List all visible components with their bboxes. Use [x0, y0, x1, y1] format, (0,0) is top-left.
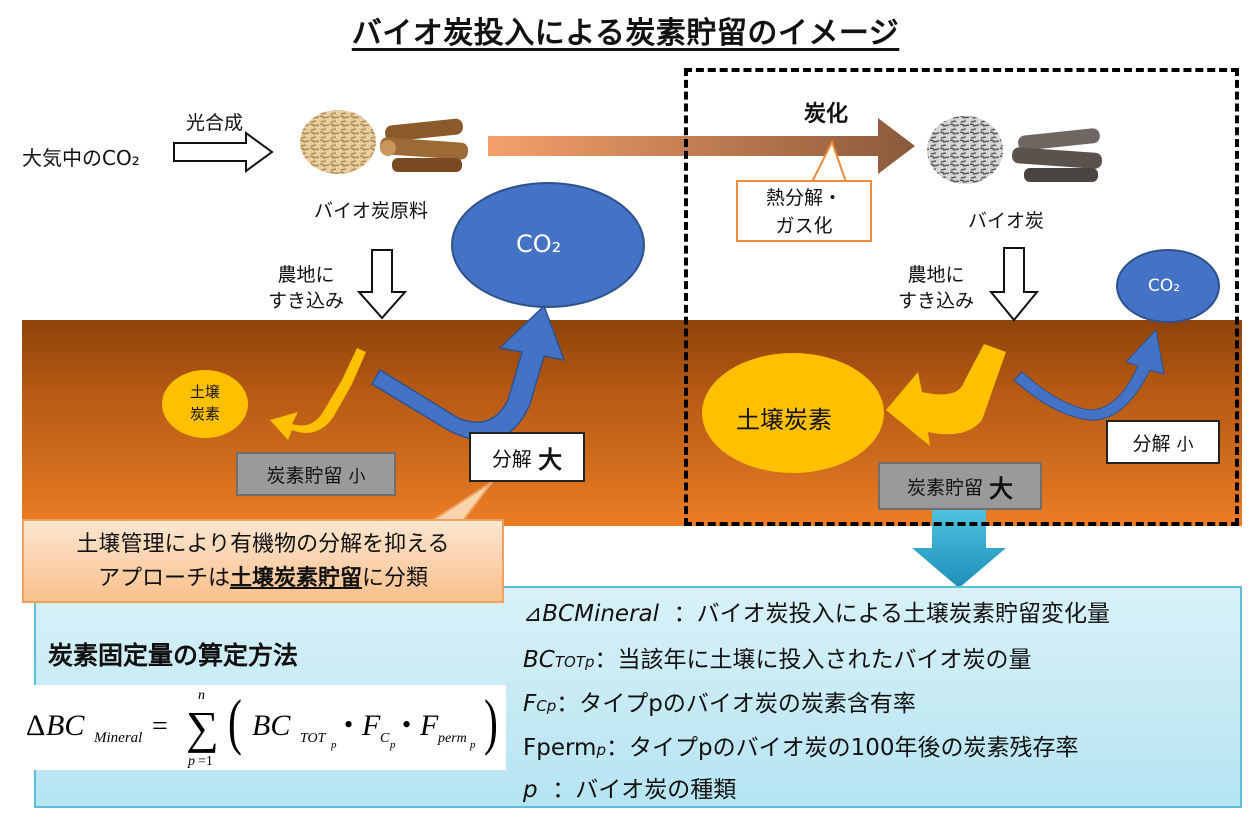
photosynthesis-arrow [173, 131, 274, 173]
feedstock-label: バイオ炭原料 [314, 200, 429, 222]
logs-icon [379, 118, 468, 172]
wood-chips-icon [300, 110, 376, 174]
result-arrow [912, 510, 1006, 588]
callout-line2: アプローチは土壌炭素貯留に分類 [97, 566, 429, 591]
pyrolysis-line2: ガス化 [775, 215, 833, 237]
soil-carbon-large-label: 土壌炭素 [736, 406, 832, 434]
carbon-arrow-right [886, 344, 1006, 446]
soil-carbon-large [702, 353, 884, 473]
svg-text:C: C [380, 731, 390, 746]
svg-text:=: = [152, 711, 168, 742]
pyrolysis-line1: 熱分解・ [765, 187, 842, 209]
svg-text:(: ( [228, 688, 242, 756]
svg-text:F: F [361, 709, 381, 742]
definition-fc: FCp：タイプpのバイオ炭の炭素含有率 [523, 691, 916, 717]
plow-label-left: 農地に すき込み [268, 264, 345, 312]
co2-small-label: CO₂ [1148, 276, 1181, 296]
svg-text:Mineral: Mineral [93, 730, 142, 746]
biochar-label: バイオ炭 [968, 210, 1045, 232]
svg-text:Δ: Δ [26, 709, 45, 742]
storage-large-box: 炭素貯留 大 [878, 462, 1042, 510]
svg-text:p: p [330, 739, 337, 751]
svg-text:•: • [344, 710, 353, 739]
carbonization-label: 炭化 [804, 102, 849, 127]
photosynthesis-label: 光合成 [186, 112, 244, 134]
storage-small-box: 炭素貯留 小 [236, 452, 396, 496]
method-title: 炭素固定量の算定方法 [48, 641, 299, 670]
svg-text:n: n [198, 688, 205, 703]
biochar-chips-icon [927, 116, 1003, 184]
svg-text:perm: perm [437, 731, 467, 746]
soil-carbon-storage-callout: 土壌管理により有機物の分解を抑える アプローチは土壌炭素貯留に分類 [22, 519, 504, 603]
pyrolysis-callout: 熱分解・ ガス化 [736, 180, 872, 242]
svg-text:•: • [402, 710, 411, 739]
co2-large-label: CO₂ [516, 230, 562, 258]
plow-arrow-right [988, 247, 1040, 322]
svg-text:p: p [389, 739, 396, 751]
plow-label-right: 農地に すき込み [898, 264, 975, 312]
svg-text:p: p [469, 739, 476, 751]
formula-graphic: Δ BC Mineral = ∑ n p =1 ( BC TOT p • F C… [26, 688, 498, 769]
definition-bc-tot: BCTOTp：当該年に土壌に投入されたバイオ炭の量 [523, 647, 1032, 673]
formula: Δ BC Mineral = ∑ n p =1 ( BC TOT p • F C… [22, 685, 506, 770]
soil-carbon-small-label: 土壌 炭素 [189, 383, 220, 423]
co2-cloud-large [451, 182, 645, 308]
plow-arrow-left [356, 249, 408, 320]
svg-text:∑: ∑ [186, 702, 219, 753]
definition-delta-bc: ⊿BCMineral ：バイオ炭投入による土壌炭素貯留変化量 [523, 601, 1110, 627]
decomposition-small-box: 分解 小 [1106, 420, 1220, 464]
svg-text:=1: =1 [198, 754, 213, 769]
definition-p: p ：バイオ炭の種類 [523, 777, 737, 803]
svg-text:): ) [484, 688, 498, 756]
svg-text:BC: BC [46, 709, 85, 742]
definition-fperm: Fpermp：タイプpのバイオ炭の100年後の炭素残存率 [523, 735, 1079, 761]
callout-line1: 土壌管理により有機物の分解を抑える [76, 532, 450, 557]
callout-tail [426, 481, 493, 523]
carbon-arrow-left [270, 348, 366, 440]
svg-text:F: F [419, 709, 439, 742]
svg-text:BC: BC [252, 709, 291, 742]
svg-text:p: p [187, 754, 195, 769]
charred-logs-icon [1012, 128, 1102, 182]
decomposition-arrow-left [370, 304, 566, 442]
carbonization-arrow [488, 118, 915, 174]
biochar-scenario-frame [684, 68, 1239, 526]
decomposition-arrow-right [1013, 328, 1165, 421]
atmospheric-co2-label: 大気中のCO₂ [22, 146, 140, 170]
svg-text:TOT: TOT [300, 731, 327, 746]
page-title: バイオ炭投入による炭素貯留のイメージ [351, 16, 900, 51]
soil-carbon-small [162, 370, 248, 438]
decomposition-large-box: 分解 大 [469, 432, 585, 482]
co2-cloud-small [1116, 249, 1220, 323]
